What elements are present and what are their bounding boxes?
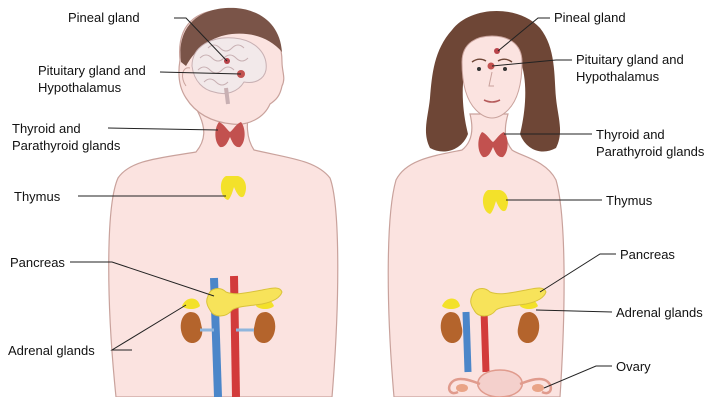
label-female-adrenal-glands: Adrenal glands <box>616 304 703 321</box>
leader-male-thyroid <box>108 128 218 130</box>
label-female-pancreas: Pancreas <box>620 246 675 263</box>
label-male-pituitary: Pituitary gland and Hypothalamus <box>38 62 146 96</box>
female-uterus <box>478 370 522 397</box>
female-aorta <box>484 310 486 372</box>
label-female-pineal-gland: Pineal gland <box>554 9 626 26</box>
label-male-thymus: Thymus <box>14 188 60 205</box>
female-eye-left <box>477 67 481 71</box>
label-male-pancreas: Pancreas <box>10 254 65 271</box>
label-male-thyroid: Thyroid and Parathyroid glands <box>12 120 120 154</box>
female-pineal-dot <box>494 48 500 54</box>
female-vena-cava <box>466 312 468 372</box>
female-eye-right <box>503 67 507 71</box>
label-female-pituitary: Pituitary gland and Hypothalamus <box>576 51 684 85</box>
label-female-ovary: Ovary <box>616 358 651 375</box>
label-female-thymus: Thymus <box>606 192 652 209</box>
label-male-adrenal-glands: Adrenal glands <box>8 342 95 359</box>
label-male-pineal-gland: Pineal gland <box>68 9 140 26</box>
male-brainstem <box>226 88 228 104</box>
female-ovary-right <box>532 384 544 392</box>
label-female-thyroid: Thyroid and Parathyroid glands <box>596 126 704 160</box>
female-ovary-left <box>456 384 468 392</box>
female-body <box>388 114 564 397</box>
female-face <box>462 36 522 118</box>
female-figure <box>388 11 564 397</box>
male-body <box>109 108 338 397</box>
